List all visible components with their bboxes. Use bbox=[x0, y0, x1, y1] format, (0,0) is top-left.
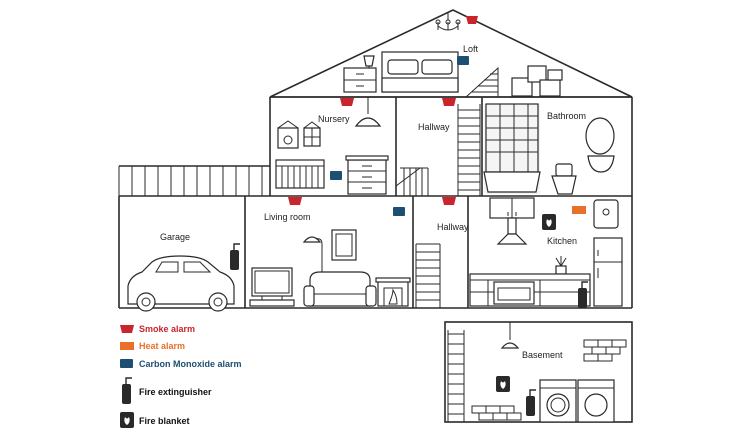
mirror-icon bbox=[585, 117, 615, 155]
bathroom-room bbox=[483, 103, 615, 195]
living-room bbox=[249, 229, 411, 307]
cot-icon bbox=[275, 159, 325, 189]
room-label-living-room: Living room bbox=[264, 212, 311, 222]
fire-extinguisher-icon bbox=[230, 243, 240, 270]
legend-item-fire-blanket: Fire blanket bbox=[120, 412, 190, 428]
bathtub-icon bbox=[483, 171, 541, 193]
chandelier-icon bbox=[435, 12, 461, 31]
co-alarm-icon bbox=[457, 56, 469, 65]
shower-icon bbox=[485, 103, 539, 173]
storage-boxes-icon bbox=[511, 65, 563, 97]
smoke-alarm-icon bbox=[288, 197, 302, 205]
upper-hallway bbox=[395, 104, 481, 196]
legend-item-smoke-alarm: Smoke alarm bbox=[120, 324, 195, 334]
picture-frame-icon bbox=[277, 120, 299, 149]
toilet-icon bbox=[551, 163, 577, 195]
room-label-garage: Garage bbox=[160, 232, 190, 242]
room-label-loft: Loft bbox=[463, 44, 479, 54]
kitchen-counter-icon bbox=[469, 273, 591, 307]
fire-extinguisher-icon bbox=[578, 281, 588, 308]
garage-room bbox=[127, 255, 235, 312]
alarms bbox=[288, 16, 586, 216]
room-label-hallway-lower: Hallway bbox=[437, 222, 469, 232]
loft-ladder bbox=[465, 66, 499, 98]
smoke-alarm-icon bbox=[120, 325, 134, 333]
co-alarm-icon bbox=[393, 207, 405, 216]
fire-blanket-icon bbox=[496, 376, 510, 392]
tumble-dryer-icon bbox=[577, 379, 615, 423]
fridge-icon bbox=[593, 237, 623, 307]
wall-cupboard-icon bbox=[489, 197, 535, 219]
tv-icon bbox=[249, 267, 295, 307]
legend-label-smoke-alarm: Smoke alarm bbox=[139, 324, 195, 334]
basement-staircase bbox=[447, 330, 465, 422]
room-label-hallway-upper: Hallway bbox=[418, 122, 450, 132]
basement-room bbox=[447, 322, 627, 423]
wall-painting-icon bbox=[331, 229, 357, 261]
pendant-lamp-icon bbox=[354, 97, 382, 127]
heat-alarm-icon bbox=[572, 206, 586, 214]
fireplace-icon bbox=[375, 277, 411, 307]
fire-extinguisher-icon bbox=[122, 377, 132, 404]
upper-staircase bbox=[457, 104, 481, 196]
basement-walls bbox=[444, 321, 633, 423]
room-label-basement: Basement bbox=[522, 350, 563, 360]
legend-label-co-alarm: Carbon Monoxide alarm bbox=[139, 359, 242, 369]
loft-room bbox=[343, 12, 563, 98]
plant-icon bbox=[555, 256, 567, 275]
fire-extinguisher-icon bbox=[526, 389, 536, 416]
nursery-room bbox=[275, 97, 389, 195]
smoke-alarm-icon bbox=[340, 98, 354, 106]
room-label-nursery: Nursery bbox=[318, 114, 350, 124]
fire-blanket-icon bbox=[542, 214, 556, 230]
abc-blocks-icon bbox=[303, 121, 321, 147]
legend-item-fire-extinguisher: Fire extinguisher bbox=[122, 377, 212, 404]
car-icon bbox=[127, 255, 235, 312]
smoke-alarm-icon bbox=[466, 16, 478, 24]
smoke-alarm-icon bbox=[442, 197, 456, 205]
room-label-bathroom: Bathroom bbox=[547, 111, 586, 121]
room-label-kitchen: Kitchen bbox=[547, 236, 577, 246]
boiler-icon bbox=[593, 199, 619, 229]
smoke-alarm-icon bbox=[442, 98, 456, 106]
washing-machine-icon bbox=[539, 379, 577, 423]
chest-of-drawers-icon bbox=[345, 155, 389, 195]
bed-icon bbox=[381, 51, 459, 93]
legend-label-heat-alarm: Heat alarm bbox=[139, 341, 185, 351]
lower-staircase bbox=[415, 243, 441, 308]
cooker-hood-icon bbox=[496, 217, 528, 245]
legend-label-fire-extinguisher: Fire extinguisher bbox=[139, 387, 212, 397]
legend: Smoke alarm Heat alarm Carbon Monoxide a… bbox=[120, 324, 242, 428]
sofa-icon bbox=[303, 271, 377, 307]
legend-item-heat-alarm: Heat alarm bbox=[120, 341, 185, 351]
stair-banister bbox=[395, 167, 429, 196]
basement-pendant-lamp-icon bbox=[500, 322, 520, 349]
fire-equipment bbox=[230, 214, 588, 416]
heat-alarm-icon bbox=[120, 342, 134, 350]
co-alarm-icon bbox=[120, 359, 133, 368]
sink-icon bbox=[587, 155, 615, 173]
co-alarm-icon bbox=[330, 171, 342, 180]
kitchen-room bbox=[469, 197, 623, 307]
house-structure bbox=[118, 9, 633, 423]
room-labels: Loft Nursery Hallway Bathroom Garage Liv… bbox=[160, 44, 586, 360]
balcony-railing bbox=[118, 166, 263, 196]
bedside-table-icon bbox=[343, 55, 377, 93]
brick-wall-icon bbox=[471, 339, 627, 421]
legend-label-fire-blanket: Fire blanket bbox=[139, 416, 190, 426]
fire-blanket-icon bbox=[120, 412, 134, 428]
legend-item-co-alarm: Carbon Monoxide alarm bbox=[120, 359, 242, 369]
